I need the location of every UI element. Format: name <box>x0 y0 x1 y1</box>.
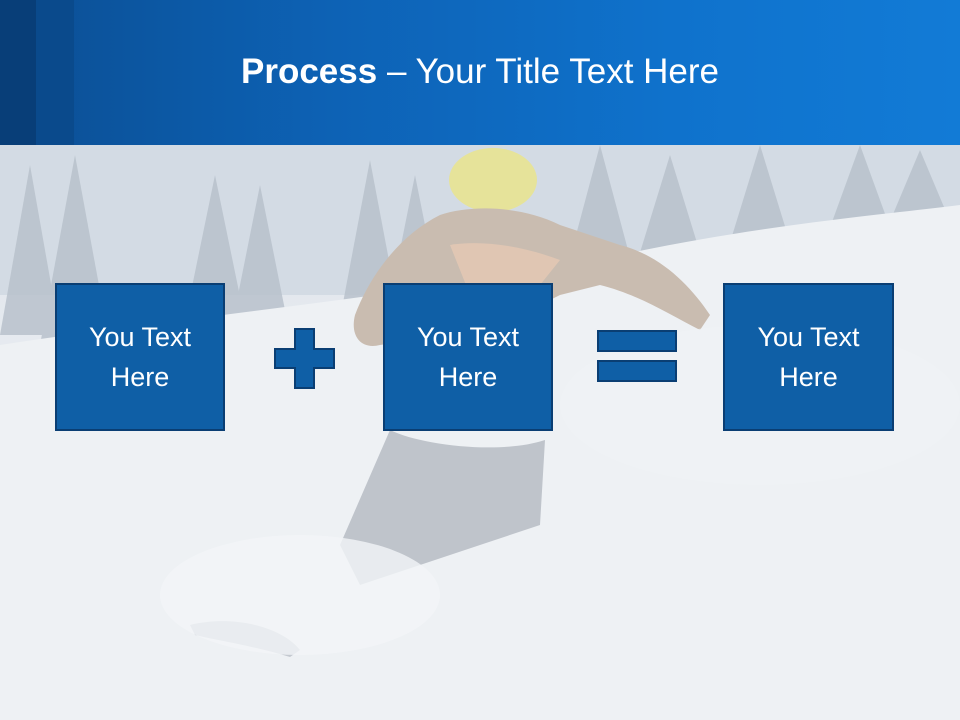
box-2-line-2: Here <box>438 362 498 392</box>
equals-icon[interactable] <box>597 330 677 382</box>
slide-title[interactable]: Process – Your Title Text Here <box>0 52 960 92</box>
title-banner: Process – Your Title Text Here <box>0 0 960 145</box>
box-3-line-2: Here <box>779 362 838 392</box>
banner-stripe-mid <box>36 0 74 145</box>
process-box-2[interactable]: You Text Here <box>383 283 553 431</box>
box-3-text: You Text Here <box>744 317 874 397</box>
box-1-line-2: Here <box>110 362 170 392</box>
box-1-line-1: You Text <box>88 322 192 352</box>
background-photo <box>0 145 960 720</box>
box-3-line-1: You Text <box>757 322 860 352</box>
process-box-1[interactable]: You Text Here <box>55 283 225 431</box>
box-2-line-1: You Text <box>416 322 520 352</box>
plus-icon[interactable] <box>273 327 336 390</box>
snowboarder-illustration <box>0 145 960 720</box>
box-1-text: You Text Here <box>75 317 205 397</box>
title-bold-text: Process <box>241 52 378 91</box>
title-rest-text: – Your Title Text Here <box>377 52 719 91</box>
process-box-3[interactable]: You Text Here <box>723 283 894 431</box>
banner-stripe-dark <box>0 0 36 145</box>
box-2-text: You Text Here <box>403 317 533 397</box>
